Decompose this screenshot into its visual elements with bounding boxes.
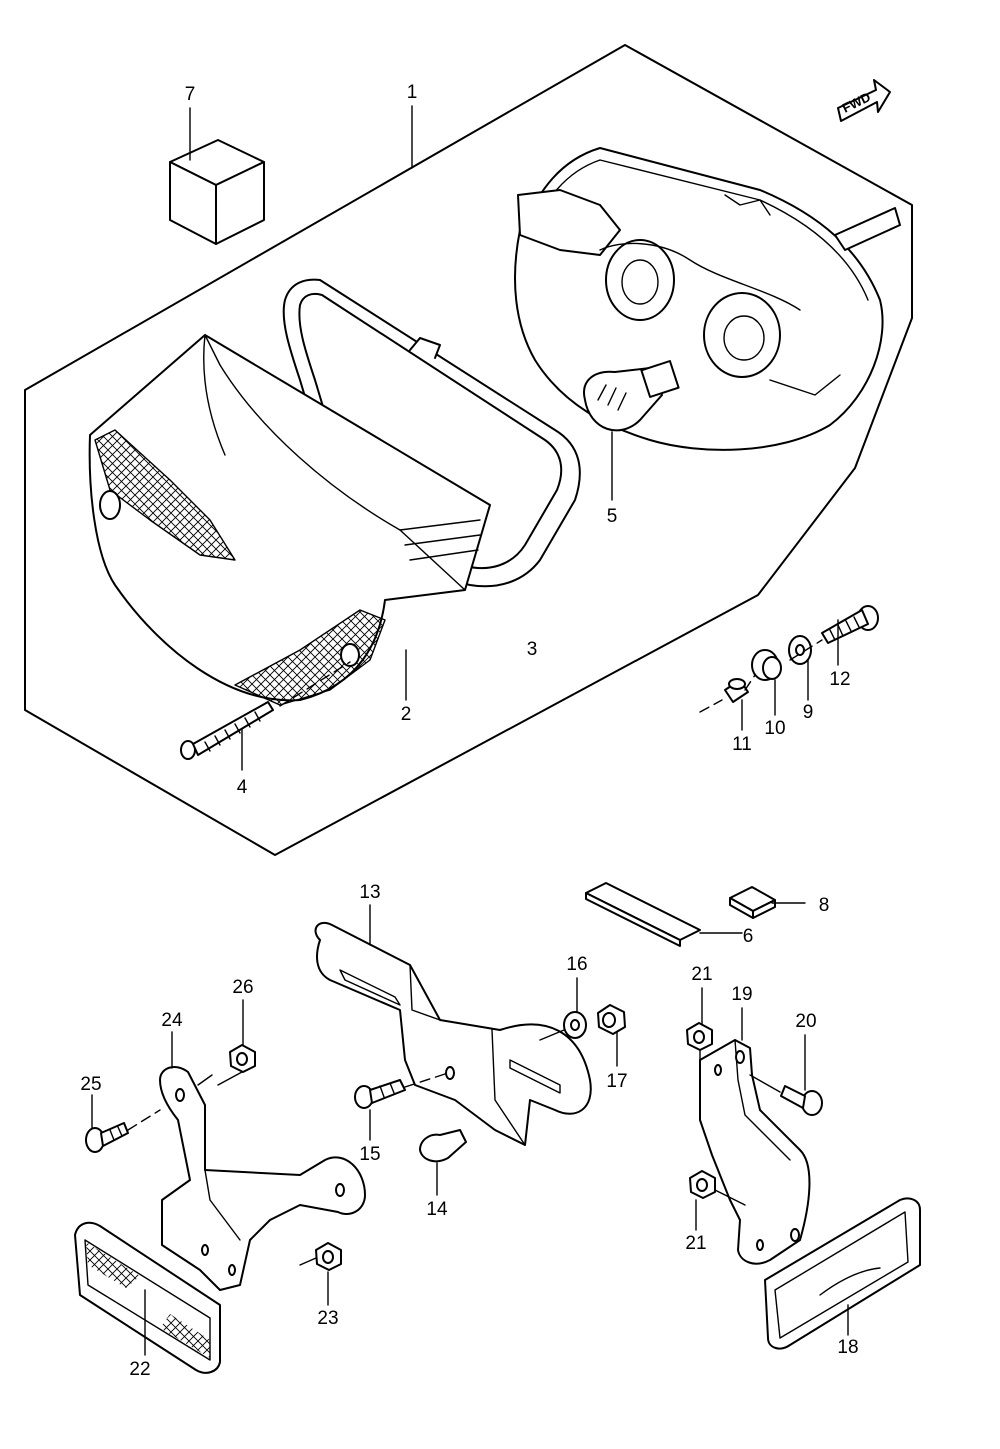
part-13-bracket <box>314 921 592 1146</box>
callout-15: 15 <box>359 1144 380 1165</box>
callout-7: 7 <box>185 84 196 105</box>
part-4-long-screw <box>180 701 274 760</box>
callout-17: 17 <box>606 1071 627 1092</box>
callout-10: 10 <box>764 718 785 739</box>
callout-4: 4 <box>237 777 248 798</box>
callout-9: 9 <box>803 702 814 723</box>
callout-14: 14 <box>426 1199 448 1220</box>
part-5-bulb <box>583 360 680 432</box>
part-21-nut-upper <box>686 1022 713 1051</box>
callout-6: 6 <box>743 926 754 947</box>
part-25-screw <box>85 1122 129 1153</box>
part-15-screw <box>354 1079 406 1109</box>
callout-2: 2 <box>401 704 412 725</box>
part-22-reflector <box>74 1221 221 1374</box>
forward-arrow-icon: FWD <box>837 79 891 122</box>
part-18-reflector <box>764 1197 921 1350</box>
part-11-collar <box>724 678 749 703</box>
callout-21-upper: 21 <box>691 964 712 985</box>
callout-1: 1 <box>407 82 418 103</box>
part-21-nut-lower <box>689 1170 716 1199</box>
part-20-screw <box>780 1085 823 1116</box>
callout-24: 24 <box>161 1010 183 1031</box>
callout-26: 26 <box>232 977 253 998</box>
callout-3: 3 <box>527 639 538 660</box>
callout-21-lower: 21 <box>685 1233 706 1254</box>
part-14-cap <box>419 1129 467 1163</box>
callout-12: 12 <box>829 669 850 690</box>
callout-22: 22 <box>129 1359 150 1380</box>
callout-23: 23 <box>317 1308 338 1329</box>
callout-13: 13 <box>359 882 380 903</box>
part-7-cube-pad <box>169 139 265 245</box>
part-24-bracket <box>159 1065 366 1291</box>
part-17-nut <box>597 1004 626 1035</box>
leader-lines <box>91 105 913 1356</box>
callout-11: 11 <box>732 734 752 755</box>
part-12-screw <box>821 605 879 644</box>
callout-labels: 7 1 2 3 4 5 6 8 9 10 11 12 13 14 15 16 1… <box>80 82 858 1380</box>
callout-5: 5 <box>607 506 618 527</box>
part-16-washer <box>563 1011 587 1039</box>
part-2-lens <box>88 334 491 706</box>
part-26-nut <box>229 1044 256 1073</box>
callout-18: 18 <box>837 1337 858 1358</box>
callout-19: 19 <box>731 984 752 1005</box>
part-10-grommet <box>751 649 782 681</box>
callout-8: 8 <box>819 895 830 916</box>
part-8-pad <box>729 886 776 919</box>
part-6-strip <box>585 882 701 947</box>
callout-16: 16 <box>566 954 587 975</box>
callout-25: 25 <box>80 1074 101 1095</box>
part-3-lamp-housing <box>514 147 901 451</box>
part-19-bracket <box>699 1039 811 1265</box>
part-23-nut <box>315 1242 342 1271</box>
callout-20: 20 <box>795 1011 816 1032</box>
